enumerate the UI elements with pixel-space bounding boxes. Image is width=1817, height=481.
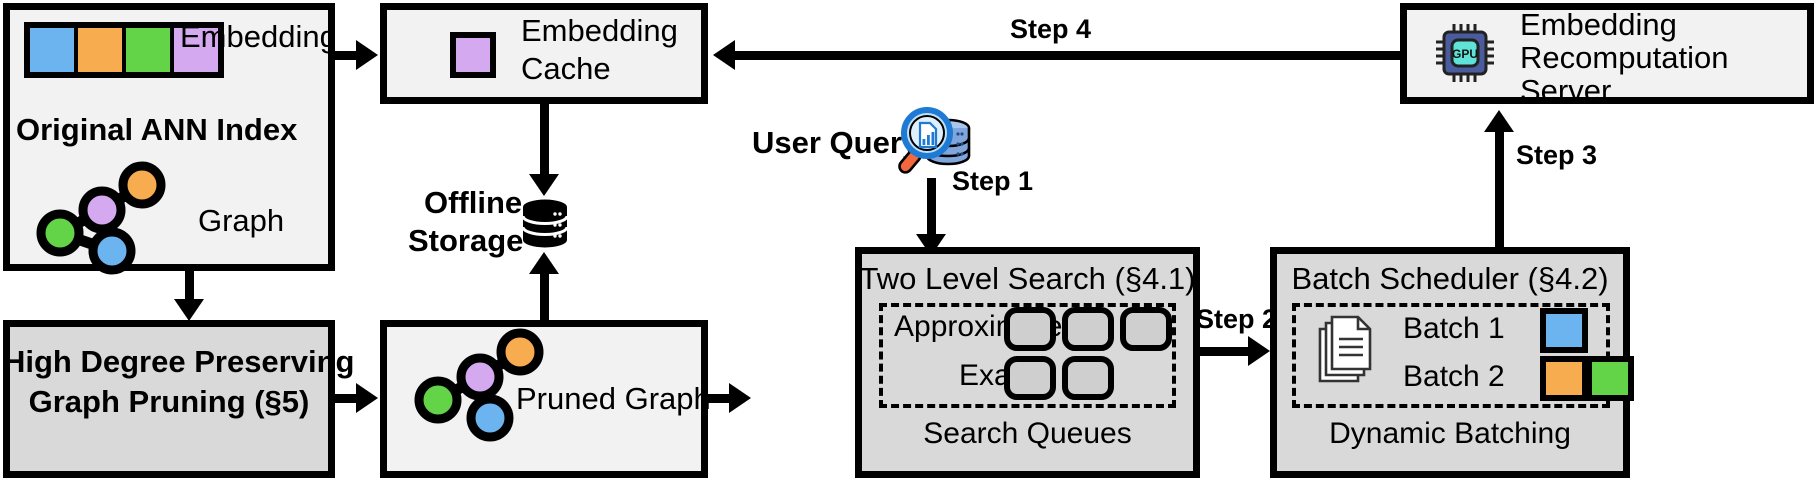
- embedding-cell-purple: [174, 28, 218, 72]
- embedding-cache-title-line1: Embedding: [521, 13, 678, 48]
- dynamic-batching-dashed-region: [1292, 303, 1610, 408]
- batch-2-label: Batch 2: [1403, 360, 1505, 393]
- arrow-pruned-to-search-head: [729, 383, 751, 413]
- arrow-cache-to-storage-head: [529, 174, 559, 196]
- embedding-cache-swatch: [450, 32, 496, 78]
- arrow-index-to-pruning-line: [185, 271, 194, 301]
- search-queues-footer: Search Queues: [923, 417, 1132, 450]
- arrow-step3-line: [1495, 130, 1504, 248]
- arrow-index-to-cache-line: [335, 51, 361, 60]
- offline-storage-label-line2: Storage: [408, 223, 524, 258]
- graph-pruning-title-line2: Graph Pruning (§5): [28, 384, 310, 419]
- arrow-step3-head: [1484, 110, 1514, 132]
- search-document-database-icon: [898, 107, 971, 174]
- two-level-search-box: [855, 247, 1200, 478]
- arrow-index-to-pruning-head: [174, 299, 204, 321]
- approximate-slots: [1004, 307, 1172, 351]
- arrow-pruning-to-pruned-line: [335, 394, 361, 403]
- embedding-label: Embedding: [180, 19, 337, 54]
- search-queues-dashed-region: [879, 303, 1176, 408]
- arrow-pruned-to-storage-line: [540, 272, 549, 324]
- embedding-cell-green: [126, 28, 174, 72]
- embedding-cell-blue: [30, 28, 78, 72]
- arrow-step2-line: [1200, 347, 1252, 356]
- arrow-step1-line: [927, 178, 936, 236]
- database-icon: [521, 199, 569, 248]
- batch-1-swatch-blue: [1540, 308, 1588, 353]
- original-graph-icon: [36, 161, 166, 275]
- exact-slot: [1062, 356, 1114, 400]
- svg-text:GPU: GPU: [1452, 47, 1478, 61]
- graph-label: Graph: [198, 203, 285, 238]
- arrow-pruned-to-search-line: [708, 394, 735, 403]
- step1-label: Step 1: [952, 166, 1034, 196]
- batch-2-swatch-orange: [1540, 356, 1588, 401]
- exact-slot: [1004, 356, 1056, 400]
- graph-pruning-title-line1: High Degree Preserving: [3, 344, 355, 379]
- graph-pruning-box: [3, 320, 335, 478]
- exact-slots: [1004, 356, 1114, 400]
- step4-label: Step 4: [1010, 14, 1092, 44]
- arrow-step4-head: [713, 40, 735, 70]
- approximate-slot: [1004, 307, 1056, 351]
- embedding-cache-title-line2: Cache: [521, 51, 611, 86]
- gpu-chip-icon: GPU: [1436, 24, 1494, 82]
- arrow-index-to-cache-head: [356, 40, 378, 70]
- recomputation-server-line2: Recomputation: [1520, 40, 1729, 75]
- arrow-pruning-to-pruned-head: [356, 383, 378, 413]
- dynamic-batching-footer: Dynamic Batching: [1329, 417, 1571, 450]
- embedding-cell-orange: [78, 28, 126, 72]
- approximate-slot: [1120, 307, 1172, 351]
- pruned-graph-icon: [414, 328, 544, 442]
- recomputation-server-line1: Embedding: [1520, 7, 1677, 42]
- batch-scheduler-title: Batch Scheduler (§4.2): [1291, 261, 1609, 296]
- arrow-cache-to-storage-line: [540, 104, 549, 176]
- arrow-step4-line: [735, 51, 1400, 60]
- arrow-step2-head: [1248, 336, 1270, 366]
- documents-icon: [1318, 315, 1372, 383]
- pruned-graph-label: Pruned Graph: [516, 381, 711, 416]
- user-query-label: User Query: [752, 125, 920, 160]
- step3-label: Step 3: [1516, 140, 1598, 170]
- original-ann-index-title: Original ANN Index: [16, 112, 298, 147]
- offline-storage-label-line1: Offline: [424, 185, 523, 220]
- arrow-pruned-to-storage-head: [529, 252, 559, 274]
- two-level-search-title: Two Level Search (§4.1): [859, 261, 1196, 296]
- step2-label: Step 2: [1196, 304, 1278, 334]
- batch-1-label: Batch 1: [1403, 312, 1505, 345]
- approximate-slot: [1062, 307, 1114, 351]
- embedding-cache-box: [380, 3, 708, 104]
- batch-2-swatch-green: [1586, 356, 1634, 401]
- embedding-strip: [24, 22, 224, 78]
- recomputation-server-line3: Server: [1520, 73, 1612, 108]
